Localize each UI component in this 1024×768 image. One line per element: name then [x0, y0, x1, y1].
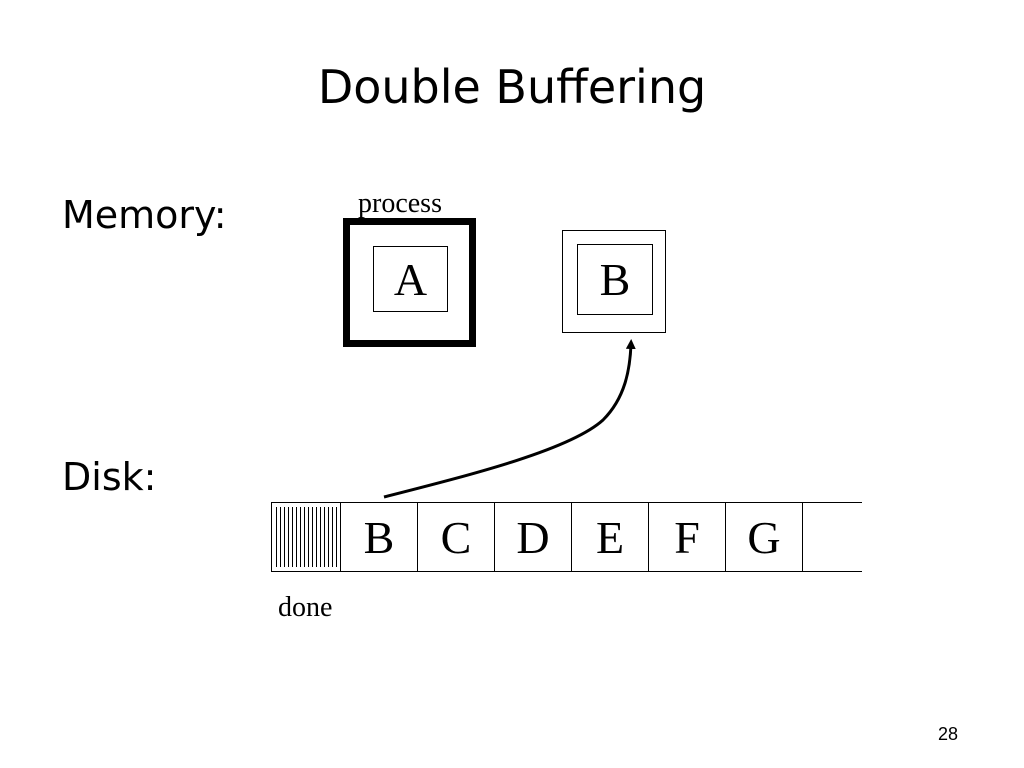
arrow-path: [383, 339, 636, 499]
page-number: 28: [938, 724, 959, 744]
disk-block-f: F: [649, 503, 726, 571]
process-label: process: [358, 188, 442, 219]
memory-buffer-b: B: [577, 244, 653, 315]
disk-block-done: [271, 503, 341, 571]
disk-block-empty: [803, 503, 862, 571]
memory-buffer-b-outer: B: [562, 230, 666, 333]
memory-label: Memory:: [62, 193, 227, 237]
disk-block-g: G: [726, 503, 803, 571]
memory-buffer-a: A: [373, 246, 448, 312]
disk-block-e: E: [572, 503, 649, 571]
disk-block-b: B: [341, 503, 418, 571]
disk-block-c: C: [418, 503, 495, 571]
done-label: done: [278, 592, 333, 623]
disk-label: Disk:: [62, 455, 157, 499]
disk-block-d: D: [495, 503, 572, 571]
disk-track: B C D E F G: [271, 502, 862, 572]
slide-title: Double Buffering: [317, 60, 707, 114]
memory-buffer-a-outer: A: [343, 218, 476, 347]
